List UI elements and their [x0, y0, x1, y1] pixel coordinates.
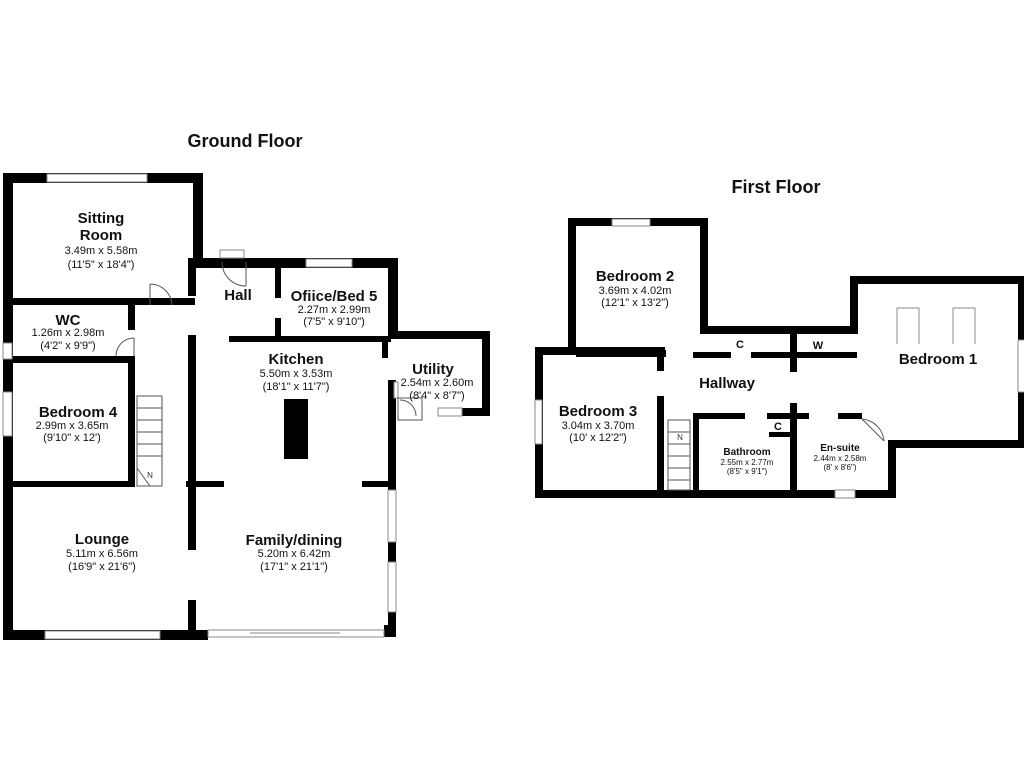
bedroom4-metric: 2.99m x 3.65m [36, 420, 109, 432]
room-bedroom-4: Bedroom 4 2.99m x 3.65m (9'10" x 12') [36, 404, 118, 444]
room-bedroom-1: Bedroom 1 [899, 351, 977, 368]
bedroom3-name: Bedroom 3 [559, 403, 637, 420]
room-hall: Hall [224, 287, 252, 304]
ground-floor-stairs: N [136, 395, 163, 487]
first-floor-plan: First Floor [534, 177, 1024, 499]
cupboard-c2-label: C [774, 421, 782, 433]
sitting-room-metric: 3.49m x 5.58m [65, 245, 138, 257]
first-floor-windows [534, 218, 1024, 499]
room-utility: Utility 2.54m x 2.60m (8'4" x 8'7") [401, 361, 474, 402]
family-dining-imperial: (17'1" x 21'1") [260, 561, 328, 573]
bedroom1-name: Bedroom 1 [899, 351, 977, 368]
room-lounge: Lounge 5.11m x 6.56m (16'9" x 21'6") [66, 531, 138, 573]
utility-imperial: (8'4" x 8'7") [409, 390, 464, 402]
first-floor-title: First Floor [732, 177, 821, 197]
bedroom3-imperial: (10' x 12'2") [569, 432, 627, 444]
bedroom3-metric: 3.04m x 3.70m [562, 420, 635, 432]
hallway-name: Hallway [699, 375, 756, 392]
room-family-dining: Family/dining 5.20m x 6.42m (17'1" x 21'… [246, 532, 343, 573]
ground-floor-doors [115, 249, 423, 421]
utility-metric: 2.54m x 2.60m [401, 377, 474, 389]
first-floor-doors [861, 418, 885, 442]
family-dining-metric: 5.20m x 6.42m [258, 548, 331, 560]
room-kitchen: Kitchen 5.50m x 3.53m (18'1" x 11'7") [260, 351, 333, 393]
lounge-name: Lounge [75, 531, 129, 548]
bathroom-metric: 2.55m x 2.77m [721, 458, 774, 467]
kitchen-imperial: (18'1" x 11'7") [263, 381, 330, 393]
hall-name: Hall [224, 287, 252, 304]
cupboard-labels: C W C [736, 339, 824, 433]
sitting-room-name-2: Room [80, 227, 123, 244]
ensuite-name: En-suite [820, 443, 860, 454]
room-bathroom: Bathroom 2.55m x 2.77m (8'5" x 9'1") [721, 447, 774, 476]
room-hallway: Hallway [699, 375, 756, 392]
kitchen-metric: 5.50m x 3.53m [260, 368, 333, 380]
lounge-metric: 5.11m x 6.56m [66, 548, 138, 560]
ensuite-imperial: (8' x 8'6") [823, 463, 856, 472]
first-floor-stairs: N [667, 419, 691, 491]
office-metric: 2.27m x 2.99m [298, 304, 371, 316]
sitting-room-imperial: (11'5" x 18'4") [68, 259, 135, 271]
office-imperial: (7'5" x 9'10") [303, 316, 365, 328]
bathroom-name: Bathroom [723, 447, 770, 458]
family-dining-name: Family/dining [246, 532, 343, 549]
room-en-suite: En-suite 2.44m x 2.58m (8' x 8'6") [814, 443, 867, 472]
first-stair-n-label: N [677, 433, 683, 442]
room-bedroom-3: Bedroom 3 3.04m x 3.70m (10' x 12'2") [559, 403, 637, 444]
ensuite-metric: 2.44m x 2.58m [814, 454, 867, 463]
kitchen-name: Kitchen [268, 351, 323, 368]
lounge-imperial: (16'9" x 21'6") [68, 561, 136, 573]
ground-floor-title: Ground Floor [188, 131, 303, 151]
ground-floor-windows [2, 173, 463, 640]
room-wc: WC 1.26m x 2.98m (4'2" x 9'9") [32, 312, 105, 352]
wardrobe-w-label: W [813, 340, 824, 352]
room-bedroom-2: Bedroom 2 3.69m x 4.02m (12'1" x 13'2") [596, 268, 674, 309]
wc-name: WC [56, 312, 81, 329]
room-office: Ofiice/Bed 5 2.27m x 2.99m (7'5" x 9'10"… [291, 288, 378, 328]
cupboard-c1-label: C [736, 339, 744, 351]
wc-metric: 1.26m x 2.98m [32, 327, 105, 339]
sitting-room-name-1: Sitting [78, 210, 125, 227]
bedroom2-metric: 3.69m x 4.02m [599, 285, 672, 297]
utility-name: Utility [412, 361, 454, 378]
bedroom2-imperial: (12'1" x 13'2") [601, 297, 669, 309]
ground-floor-plan: Ground Floor [2, 131, 490, 640]
bedroom4-imperial: (9'10" x 12') [43, 432, 101, 444]
wc-imperial: (4'2" x 9'9") [40, 340, 95, 352]
ground-stair-n-label: N [147, 471, 153, 480]
bathroom-imperial: (8'5" x 9'1") [727, 467, 768, 476]
room-sitting-room: Sitting Room 3.49m x 5.58m (11'5" x 18'4… [65, 210, 138, 271]
office-name: Ofiice/Bed 5 [291, 288, 378, 305]
bedroom2-name: Bedroom 2 [596, 268, 674, 285]
bedroom4-name: Bedroom 4 [39, 404, 118, 421]
